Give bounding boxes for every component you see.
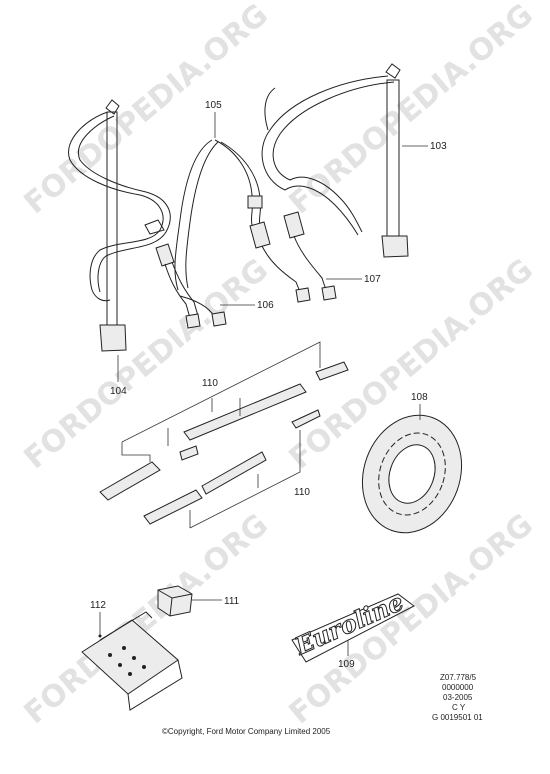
callout-110-bottom: 110 — [294, 487, 310, 498]
watermark-text: FORDOPEDIA.ORG — [18, 0, 275, 221]
watermark-text: FORDOPEDIA.ORG — [283, 0, 540, 221]
callout-104: 104 — [110, 386, 127, 397]
watermark-text: FORDOPEDIA.ORG — [18, 252, 275, 476]
reference-block: Z07.778/5 0000000 03-2005 C Y G 0019501 … — [432, 673, 483, 722]
part-108-disc: 108 — [361, 392, 463, 534]
part-105-centre-belt: 105 — [174, 100, 263, 291]
callout-110-top: 110 — [202, 378, 218, 389]
ref-line-4: C Y — [452, 703, 466, 712]
ref-line-3: 03-2005 — [443, 693, 473, 702]
part-104-seat-belt-left: 104 — [68, 99, 171, 397]
callout-111: 111 — [224, 596, 240, 607]
ref-line-1: Z07.778/5 — [440, 673, 477, 682]
part-103-seat-belt-right: 103 — [261, 63, 447, 258]
callout-112: 112 — [90, 600, 106, 611]
watermark-text: FORDOPEDIA.ORG — [283, 507, 540, 731]
callout-107: 107 — [364, 274, 381, 285]
part-110-trim-strips: 110 110 — [99, 341, 349, 529]
ref-line-5: G 0019501 01 — [432, 713, 483, 722]
part-107-buckle-stalks: 107 — [249, 211, 381, 303]
callout-105: 105 — [205, 100, 222, 111]
part-111-relay: 111 — [157, 585, 240, 617]
callout-103: 103 — [430, 141, 447, 152]
callout-108: 108 — [411, 392, 428, 403]
callout-109: 109 — [338, 659, 355, 670]
copyright: ©Copyright, Ford Motor Company Limited 2… — [162, 727, 331, 736]
watermark-layer: FORDOPEDIA.ORG FORDOPEDIA.ORG FORDOPEDIA… — [18, 0, 540, 731]
callout-106: 106 — [257, 300, 274, 311]
part-106-buckle-stalks: 106 — [155, 243, 274, 329]
ref-line-2: 0000000 — [442, 683, 474, 692]
part-112-bracket: 112 — [81, 600, 183, 711]
watermark-text: FORDOPEDIA.ORG — [18, 507, 275, 731]
